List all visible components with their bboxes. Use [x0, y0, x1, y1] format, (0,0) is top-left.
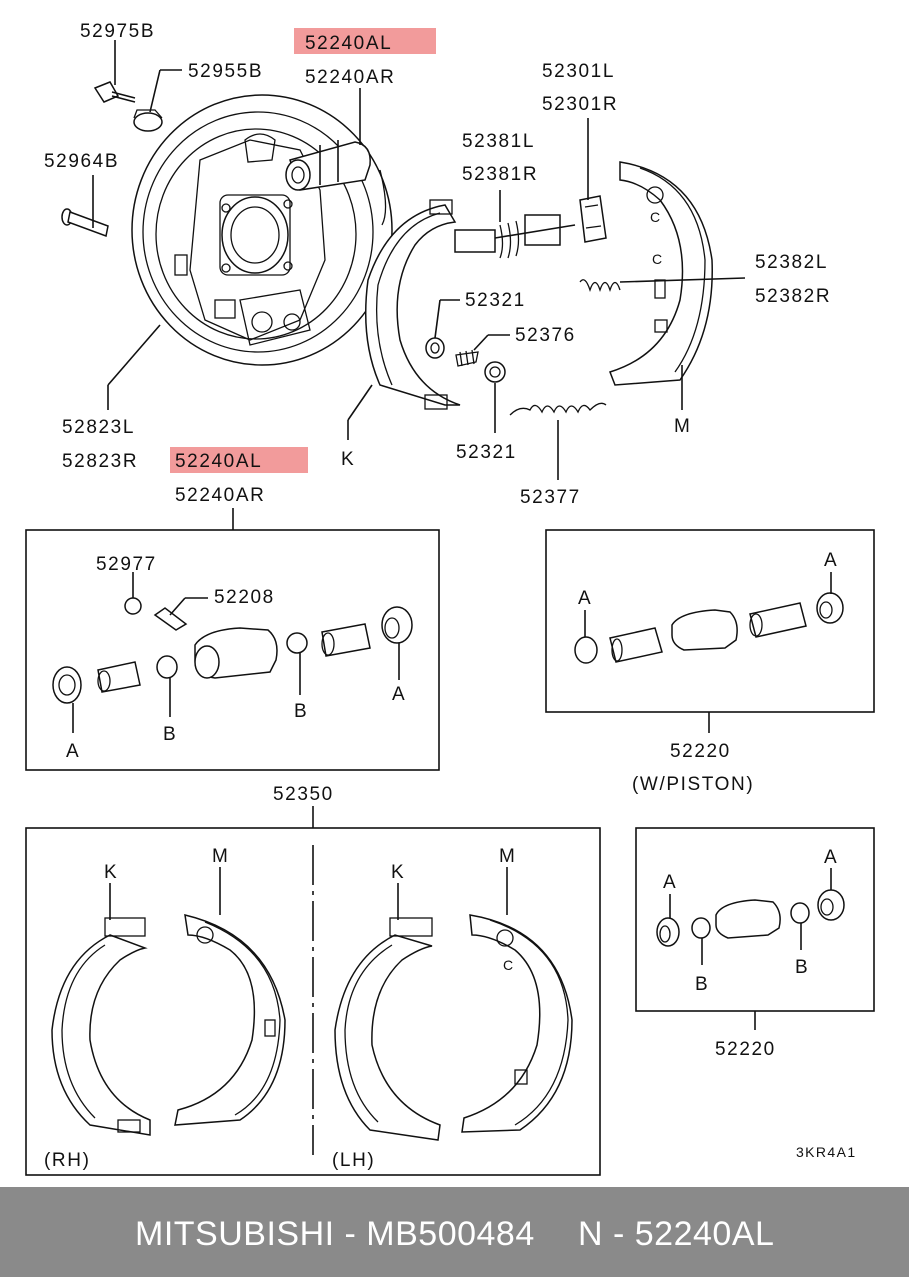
label-lh: (LH) [332, 1150, 375, 1171]
footer-group-code: N - 52240AL [578, 1215, 775, 1253]
spring-52376 [455, 349, 479, 367]
label-box1-A2: A [392, 684, 406, 705]
label-C-lh: C [503, 957, 515, 973]
label-M-lh: M [499, 846, 516, 867]
label-C-top1: C [650, 209, 662, 225]
footer-brand-part-number: MITSUBISHI - MB500484 [135, 1215, 535, 1253]
box1-parts [52, 597, 413, 704]
parts-diagram: 52975B 52955B 52240AL 52240AR 52964B 523… [25, 21, 875, 1176]
label-box1-B1: B [163, 724, 177, 745]
label-52301R: 52301R [542, 94, 618, 115]
leader-52955B-b [149, 69, 161, 113]
label-52964B: 52964B [44, 151, 119, 172]
label-box1-B2: B [294, 701, 308, 722]
spring-52382 [579, 277, 746, 293]
label-K-rh: K [104, 862, 118, 883]
label-52823R: 52823R [62, 451, 138, 472]
label-box2-A1: A [578, 588, 592, 609]
leader-K-top-b [347, 384, 373, 421]
label-M-rh: M [212, 846, 229, 867]
brake-shoe-M-top [609, 161, 713, 386]
box-52240AR [25, 529, 440, 771]
label-52240AL-top: 52240AL [305, 33, 392, 54]
retainer-52321-b [484, 361, 506, 383]
box4-parts [656, 889, 845, 947]
label-52977: 52977 [96, 554, 157, 575]
adjuster-52381 [454, 214, 576, 259]
wheel-cylinder-top [285, 140, 371, 191]
shoe-M-rh [174, 914, 286, 1126]
label-52377: 52377 [520, 487, 581, 508]
label-rh: (RH) [44, 1150, 91, 1171]
leader-52208-b [169, 597, 186, 616]
label-C-top2: C [652, 251, 664, 267]
label-box4-B1: B [695, 974, 709, 995]
label-box4-A2: A [824, 847, 838, 868]
brake-shoe-K-top [364, 199, 461, 410]
box2-parts [574, 592, 844, 664]
label-box4-B2: B [795, 957, 809, 978]
shoe-K-rh [51, 917, 151, 1136]
label-K-top: K [341, 449, 355, 470]
label-52220-b: 52220 [715, 1039, 776, 1060]
retainer-52321-a [425, 337, 445, 359]
label-52350: 52350 [273, 784, 334, 805]
highlight-52240AL-top [294, 28, 436, 54]
highlight-52240AL-mid [170, 447, 308, 473]
label-52240AR-top: 52240AR [305, 67, 395, 88]
spring-52377 [509, 402, 607, 416]
label-52381R: 52381R [462, 164, 538, 185]
label-52823L: 52823L [62, 417, 135, 438]
label-52321-a: 52321 [465, 290, 526, 311]
label-52382R: 52382R [755, 286, 831, 307]
leader-52823-b [107, 324, 161, 386]
label-w-piston: (W/PISTON) [632, 774, 754, 795]
label-52240AR-mid: 52240AR [175, 485, 265, 506]
label-M-top: M [674, 416, 691, 437]
bleeder-screw [93, 81, 136, 103]
label-box2-A2: A [824, 550, 838, 571]
bleeder-cap [133, 109, 163, 132]
footer-bar: MITSUBISHI - MB500484 N - 52240AL [0, 1187, 909, 1277]
box-52350 [25, 827, 601, 1176]
bolt-52964B [61, 208, 109, 238]
label-52382L: 52382L [755, 252, 828, 273]
shoe-M-lh [461, 914, 573, 1133]
label-52240AL-mid: 52240AL [175, 451, 262, 472]
backing-plate [131, 94, 393, 366]
label-52208: 52208 [214, 587, 275, 608]
leader-52321-a-b [434, 299, 441, 339]
box-52220-w-piston [545, 529, 875, 713]
shoe-K-lh [334, 917, 441, 1141]
label-52376: 52376 [515, 325, 576, 346]
label-52220-a: 52220 [670, 741, 731, 762]
lever-52301 [579, 195, 607, 243]
label-52955B: 52955B [188, 61, 263, 82]
label-52321-b: 52321 [456, 442, 517, 463]
label-52301L: 52301L [542, 61, 615, 82]
label-52381L: 52381L [462, 131, 535, 152]
leader-52376-b [473, 334, 489, 351]
label-ref-code: 3KR4A1 [796, 1144, 857, 1160]
label-52975B: 52975B [80, 21, 155, 42]
label-box4-A1: A [663, 872, 677, 893]
label-box1-A1: A [66, 741, 80, 762]
label-K-lh: K [391, 862, 405, 883]
